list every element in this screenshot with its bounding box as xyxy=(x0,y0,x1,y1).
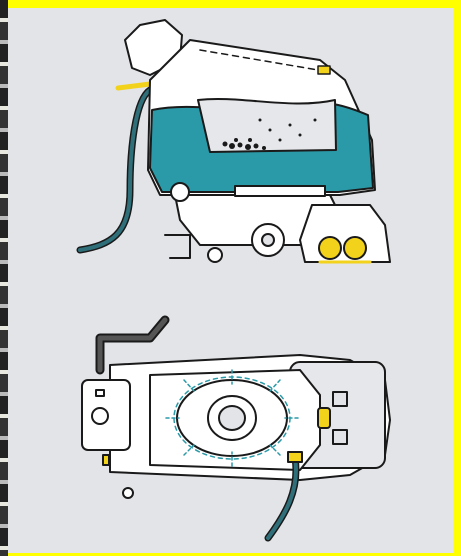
side-view-machine xyxy=(80,20,390,262)
top-view-machine xyxy=(82,320,390,538)
brush-front xyxy=(319,237,341,259)
brush-rear xyxy=(344,237,366,259)
side-hose xyxy=(80,90,150,250)
recovery-tank xyxy=(198,99,336,152)
castor-wheel xyxy=(208,248,222,262)
yellow-clip xyxy=(318,408,330,428)
